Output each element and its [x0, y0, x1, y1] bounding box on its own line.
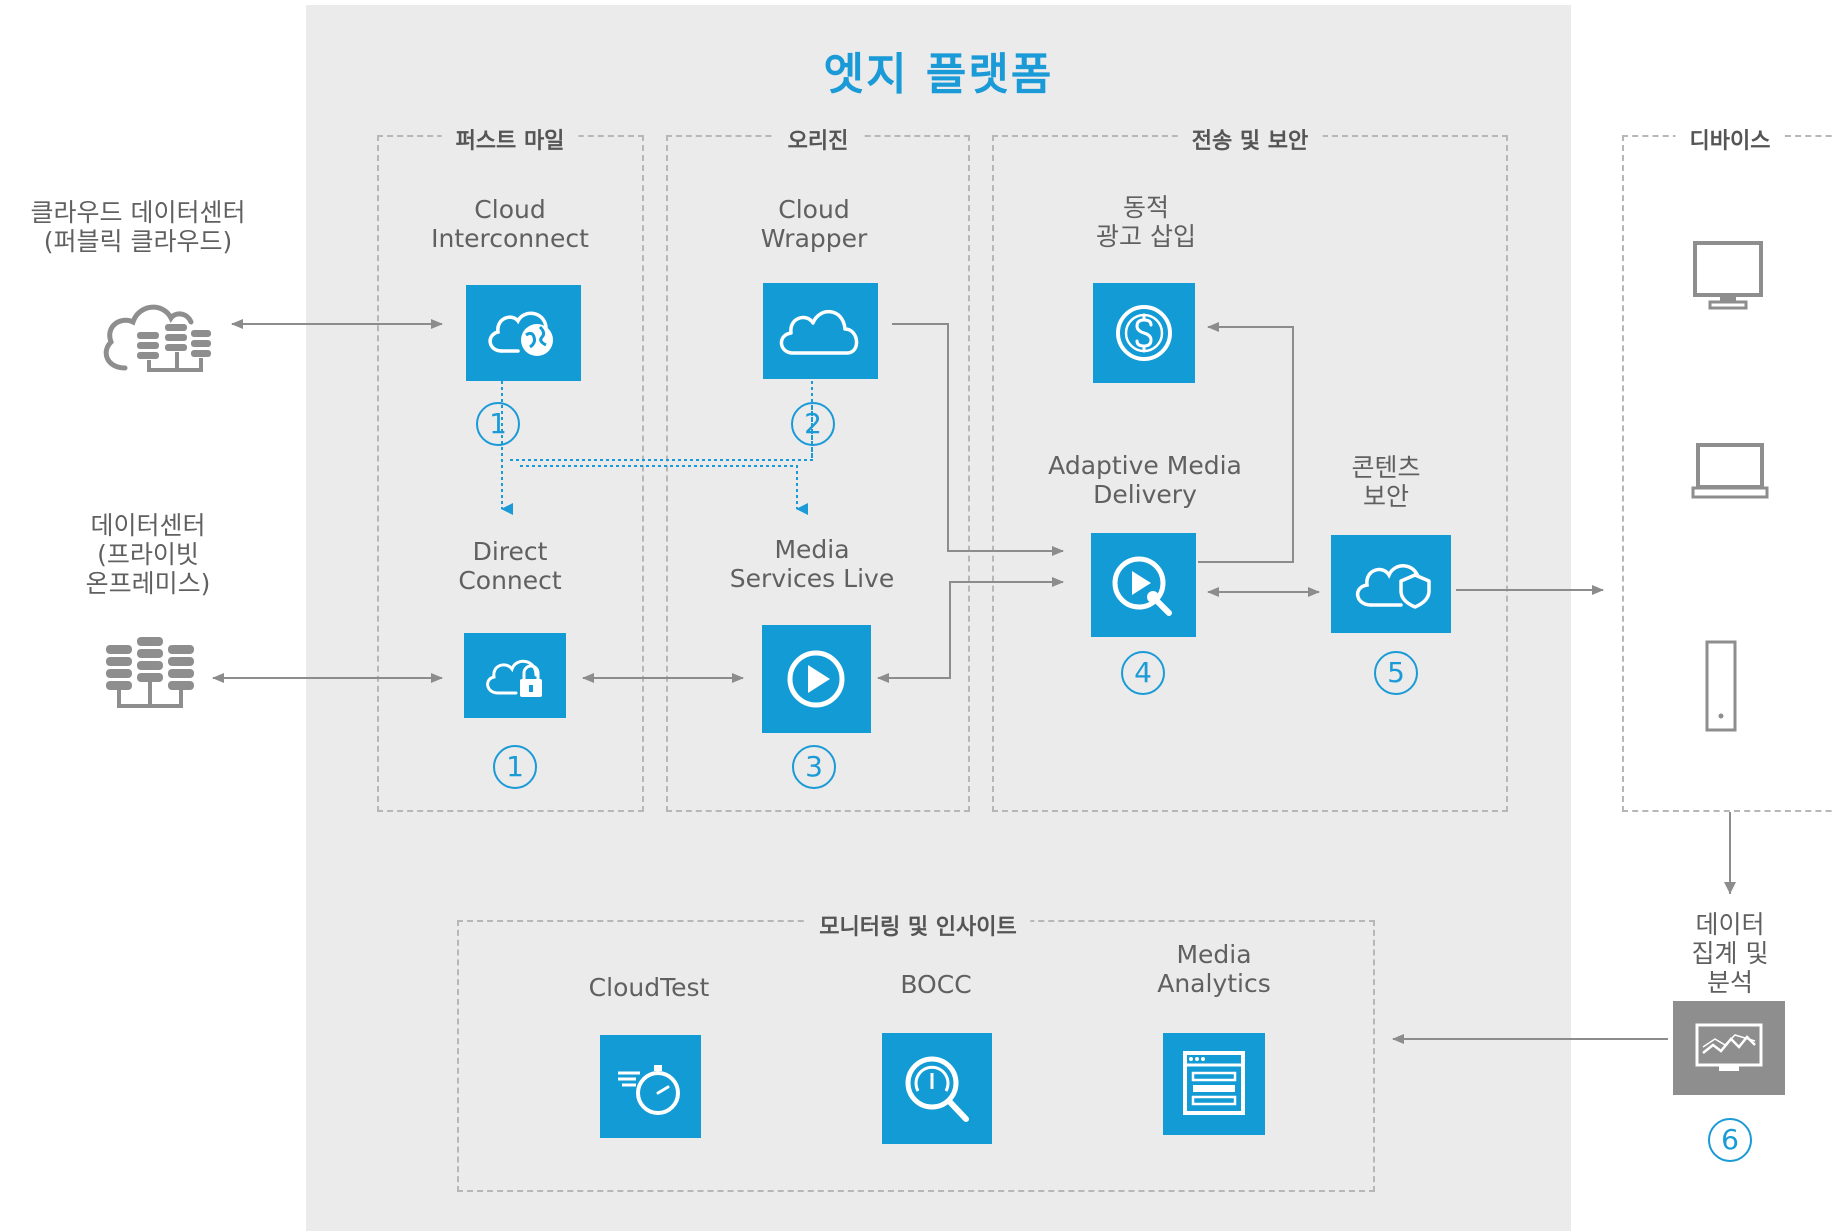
play-wrench-icon — [1112, 556, 1172, 616]
data-analytics-label: 데이터 집계 및 분석 — [1691, 910, 1769, 997]
dollar-icon — [1116, 305, 1172, 361]
dynamic-ad-label: 동적 광고 삽입 — [1096, 193, 1196, 251]
badge-2-wrapper: 2 — [791, 402, 835, 446]
dashboard-window-icon — [1183, 1051, 1245, 1115]
content-security-tile[interactable] — [1331, 535, 1451, 633]
bocc-label: BOCC — [900, 970, 972, 999]
monitoring-label: 모니터링 및 인사이트 — [805, 909, 1031, 941]
gauge-search-icon — [905, 1056, 969, 1122]
devices-label: 디바이스 — [1675, 123, 1785, 155]
dynamic-ad-tile[interactable] — [1093, 283, 1195, 383]
adaptive-media-tile[interactable] — [1091, 533, 1196, 637]
arrow-wrapper-to-amd — [892, 323, 1064, 556]
media-analytics-tile[interactable] — [1163, 1033, 1265, 1135]
cloud-shield-icon — [1356, 564, 1431, 609]
bocc-tile[interactable] — [882, 1033, 992, 1144]
monitor-icon — [1692, 240, 1764, 316]
server-stack-icon — [106, 637, 194, 713]
data-analytics-tile[interactable] — [1673, 1001, 1785, 1095]
origin-label: 오리진 — [773, 123, 863, 155]
laptop-icon — [1690, 442, 1770, 502]
direct-connect-label: Direct Connect — [458, 537, 562, 595]
cloud-icon — [779, 310, 859, 355]
cloud-interconnect-label: Cloud Interconnect — [431, 195, 589, 253]
cloudtest-tile[interactable] — [600, 1035, 701, 1138]
msl-tile[interactable] — [762, 625, 871, 733]
phone-icon — [1705, 640, 1737, 732]
content-security-label: 콘텐츠 보안 — [1351, 453, 1421, 511]
stopwatch-icon — [618, 1065, 680, 1115]
cloud-lock-icon — [486, 659, 542, 697]
first-mile-label: 퍼스트 마일 — [441, 123, 579, 155]
badge-4-amd: 4 — [1121, 651, 1165, 695]
cloud-globe-icon — [488, 311, 553, 356]
arrow-amd-to-ad-insert — [1198, 322, 1294, 563]
badge-6-analytics: 6 — [1708, 1118, 1752, 1162]
cloud-dc-label: 클라우드 데이터센터 (퍼블릭 클라우드) — [30, 198, 246, 256]
play-icon — [787, 650, 845, 708]
cloud-wrapper-label: Cloud Wrapper — [760, 195, 868, 253]
direct-connect-tile[interactable] — [464, 633, 566, 718]
monitor-chart-icon — [1695, 1023, 1763, 1071]
dotted-to-msl — [520, 465, 808, 515]
diagram-title: 엣지 플랫폼 — [823, 49, 1054, 100]
badge-5-security: 5 — [1374, 651, 1418, 695]
adaptive-media-label: Adaptive Media Delivery — [1048, 451, 1242, 509]
media-analytics-label: Media Analytics — [1157, 940, 1271, 998]
onprem-dc-label: 데이터센터 (프라이빗 온프레미스) — [85, 511, 211, 598]
badge-1-direct: 1 — [493, 745, 537, 789]
cloud-server-icon — [95, 282, 215, 378]
badge-3-msl: 3 — [792, 745, 836, 789]
cloud-wrapper-tile[interactable] — [763, 283, 878, 379]
dotted-wrapper-branch — [510, 381, 813, 461]
badge-1-interconnect: 1 — [476, 402, 520, 446]
delivery-security-label: 전송 및 보안 — [1177, 123, 1323, 155]
cloudtest-label: CloudTest — [588, 973, 710, 1002]
msl-label: Media Services Live — [729, 535, 895, 593]
cloud-interconnect-tile[interactable] — [466, 285, 581, 381]
arrow-msl-to-amd — [877, 577, 1064, 683]
